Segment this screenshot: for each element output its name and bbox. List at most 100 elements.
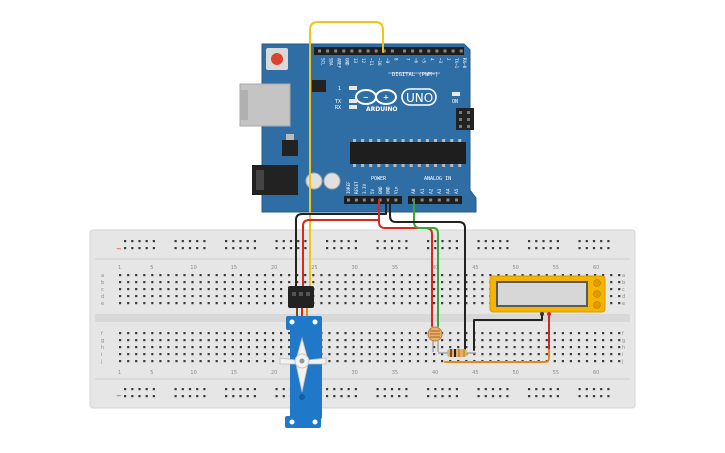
bb-row-letter: g (622, 338, 625, 344)
bb-col-number-top: 15 (231, 265, 237, 271)
rx-label: RX (335, 105, 341, 111)
lcd-button-top[interactable] (593, 279, 601, 287)
chip-pins (353, 139, 462, 167)
digital-pin-label: SDA (329, 58, 334, 66)
wire-orange-lcd[interactable] (444, 349, 550, 363)
bb-col-number-top: 20 (271, 265, 277, 271)
svg-text:−: − (363, 94, 369, 102)
wires[interactable] (295, 21, 550, 363)
tx-label: TX (335, 99, 341, 105)
bb-row-letter: e (101, 301, 104, 307)
bb-col-number-top: 55 (553, 265, 559, 271)
capacitor-right (323, 172, 341, 190)
bb-col-number-top: 45 (472, 265, 478, 271)
bb-row-letter: h (101, 345, 104, 351)
servo-motor[interactable] (279, 286, 327, 428)
lcd-button-mid[interactable] (593, 290, 601, 298)
bb-row-letter: c (101, 287, 104, 293)
bb-row-letter: g (101, 338, 104, 344)
power-pin-label: IOREF (346, 181, 351, 194)
servo-horn[interactable] (279, 336, 327, 393)
bb-col-number-bottom: 35 (392, 370, 398, 376)
bb-row-letter: d (101, 294, 104, 300)
wire-black-servo-gnd[interactable] (295, 199, 387, 293)
digital-pin-label: ~11 (369, 58, 374, 66)
digital-header-holes (318, 49, 463, 53)
reset-button-cap[interactable] (271, 53, 283, 65)
bb-col-number-top: 50 (513, 265, 519, 271)
on-label: ON (452, 99, 458, 105)
digital-pin-label: TX→1 (454, 58, 459, 69)
wire-red-servo-5v[interactable] (302, 199, 380, 293)
bb-col-number-top: 60 (593, 265, 599, 271)
wire-green-a0[interactable] (413, 199, 439, 327)
led-rx (349, 105, 357, 109)
digital-pin-label: ~3 (438, 58, 443, 64)
bb-row-letter: b (101, 280, 104, 286)
servo-connector[interactable] (288, 286, 314, 308)
analog-pin-header[interactable] (408, 196, 462, 204)
bb-col-number-top: 1 (118, 265, 121, 271)
lcd-button-bottom[interactable] (593, 301, 601, 309)
digital-pin-label: 8 (393, 58, 398, 61)
icsp-header (456, 108, 474, 130)
digital-pin-header[interactable] (314, 47, 464, 55)
led-l (349, 86, 357, 90)
bb-col-number-bottom: 1 (118, 370, 121, 376)
analog-pin-label: A2 (428, 188, 434, 194)
wire-black-gnd[interactable] (389, 199, 466, 353)
digital-pin-label: AREF (337, 58, 342, 69)
bb-col-number-top: 25 (311, 265, 317, 271)
bb-row-letter: e (622, 301, 625, 307)
bb-col-number-top: 35 (392, 265, 398, 271)
digital-pin-label: RX←0 (462, 58, 467, 69)
power-pin-label: Vin (394, 186, 399, 194)
analog-pin-label: A5 (454, 188, 460, 194)
lcd-display[interactable] (489, 275, 606, 316)
resistor[interactable] (438, 349, 476, 357)
digital-pin-label: ~9 (385, 58, 390, 64)
icsp-header-usb (312, 80, 326, 92)
usb-port[interactable] (239, 83, 291, 127)
bb-row-letter: d (622, 294, 625, 300)
digital-pin-label: 12 (361, 58, 366, 64)
arduino-logo: − + (355, 89, 397, 105)
bb-row-letter: a (101, 273, 104, 279)
wire-red-ldr-5v[interactable] (378, 199, 433, 327)
bb-row-letter: h (622, 345, 625, 351)
analog-pin-label: A0 (411, 188, 417, 194)
bb-col-number-bottom: 45 (472, 370, 478, 376)
rail-minus-top: − (116, 245, 122, 253)
power-label: POWER (371, 176, 387, 182)
analog-pin-label: A4 (446, 188, 452, 194)
digital-pin-label: 7 (405, 58, 410, 61)
wire-black-lcd[interactable] (473, 313, 543, 351)
bb-col-number-top: 40 (432, 265, 438, 271)
bb-col-number-bottom: 50 (513, 370, 519, 376)
power-pin-label: GND (378, 186, 383, 194)
digital-pin-label: ~5 (422, 58, 427, 64)
analog-pin-label: A1 (420, 188, 426, 194)
analog-pin-label: A3 (437, 188, 443, 194)
voltage-regulator (282, 140, 298, 156)
l-led-label: 1 (338, 86, 341, 92)
capacitor-left (305, 172, 323, 190)
bb-col-number-bottom: 60 (593, 370, 599, 376)
photoresistor[interactable] (427, 326, 443, 352)
bb-row-letter: j (621, 359, 623, 365)
digital-pin-label: 4 (430, 58, 435, 61)
bb-col-number-top: 30 (352, 265, 358, 271)
wire-yellow-signal[interactable] (309, 21, 384, 293)
uno-label: UNO (406, 91, 433, 105)
power-pin-label: RESET (354, 181, 359, 194)
digital-header-label: DIGITAL (PWM~) (392, 72, 438, 78)
bb-col-number-bottom: 15 (231, 370, 237, 376)
svg-text:+: + (383, 94, 389, 102)
rail-minus-bottom: − (116, 392, 122, 400)
